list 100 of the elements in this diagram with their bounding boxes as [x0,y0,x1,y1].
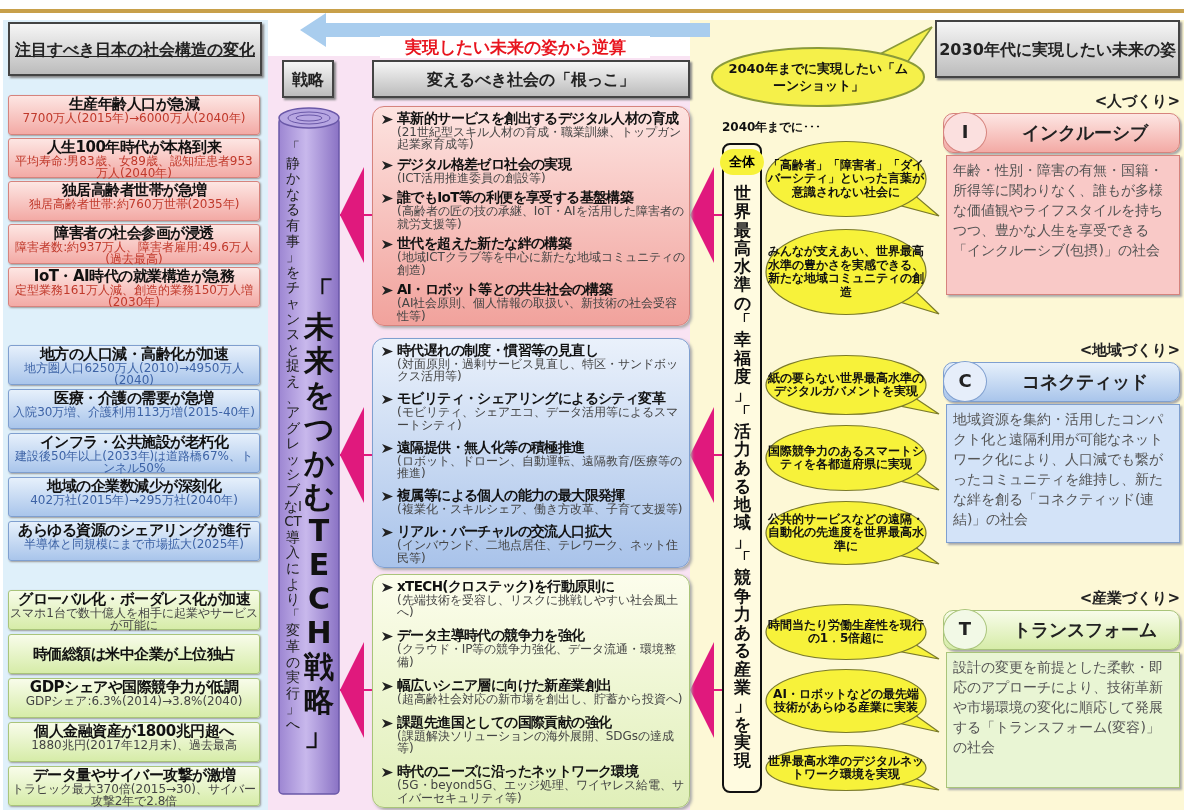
chevron-arrow [339,407,373,503]
trend-note: 地方圏人口6250万人(2010)→4950万人(2040) [23,362,245,386]
item-note: (モビリティ、シェアエコ、データ活用等によるスマートシティ) [397,406,679,432]
trend-note: 定型業務161万人減、創造的業務150万人増(2030年) [14,284,254,308]
item-note: (超高齢社会対応の新市場を創出し、貯蓄から投資へ) [397,692,684,706]
chevron-arrow [689,642,723,738]
item-note: (先端技術を受容し、リスクに挑戦しやすい社会風土へ) [397,594,679,619]
chevron-arrow [339,167,373,263]
trend-heading: 時価総額は米中企業が上位独占 [31,644,237,662]
item-heading: リアル・バーチャルの交流人口拡大 [397,523,613,540]
item-note: (ICT活用推進委員の創設等) [397,171,546,185]
item-note: (インバウンド、二地点居住、テレワーク、ネット住民等) [397,539,679,564]
column-header: 変えるべき社会の「根っこ」 [372,60,690,98]
trend-heading: 個人金融資産が1800兆円超へ [32,723,234,739]
trend-box [8,224,260,264]
trend-box [8,181,260,221]
trend-box [8,678,260,718]
trend-note: 7700万人(2015年)→6000万人(2040年) [21,112,247,124]
description-box: 設計の変更を前提とした柔軟・即応のアプローチにより、技術革新や市場環境の変化に順応して発展する「トランスフォーム(変容)」の社会 [946,652,1180,788]
trend-heading: グローバル化・ボーダレス化が加速 [17,591,252,607]
item-heading: デジタル格差ゼロ社会の実現 [397,155,573,172]
chevron-arrow [339,642,373,738]
item-heading: 遠隔提供・無人化等の積極推進 [397,438,585,455]
trend-heading: 独居高齢者世帯が急増 [61,182,207,198]
item-heading: 世代を超えた新たな絆の構築 [397,235,573,252]
trend-box [8,590,260,630]
strategy-note: 「静かなる有事」をチャンスと捉え、アグレッシブなICT導入により「変革の実行」へ [284,140,302,733]
trend-note: 402万社(2015年)→295万社(2040年) [29,494,239,506]
trend-box [8,477,260,517]
trend-note: 入院30万増、介護利用113万増(2015-40年) [12,406,256,418]
item-heading: 革新的サービスを創出するデジタル人材の育成 [397,110,680,126]
chevron-arrow [689,407,723,503]
edge-label: 実現したい未来の姿から逆算 [380,36,650,58]
letter-badge: I [943,112,987,153]
item-heading: 誰でもIoT等の利便を享受する基盤構築 [397,189,635,206]
item-note: (5G・beyond5G、エッジ処理、ワイヤレス給電、サイバーセキュリティ等) [397,779,685,804]
item-note: (高齢者の匠の技の承継、IoT・AIを活用した障害者の就労支援等) [397,205,685,231]
item-note: (21世紀型スキル人材の育成・職業訓練、トップガン起業家育成等) [397,126,682,151]
goal-column [722,143,762,793]
item-note: (ロボット、ドローン、自動運転、遠隔教育/医療等の推進) [397,454,683,480]
trend-box [8,345,260,385]
trend-box [8,138,260,178]
note-text: 2040年までに･･･ [722,119,823,136]
trend-box [8,634,260,674]
item-heading: 時代のニーズに沿ったネットワーク環境 [397,763,639,780]
item-note: (地域ICTクラブ等を中心に新たな地域コミュニティの創造) [397,251,685,277]
column-header: 2030年代に実現したい未来の姿 [935,20,1180,78]
description-box: 地域資源を集約・活用したコンパクト化と遠隔利用が可能なネットワーク化により、人口減でも繋がったコミュニティを維持し、新たな絆を創る「コネクティッド(連結)」の社会 [946,404,1180,543]
letter-badge: C [943,361,987,402]
item-heading: データ主導時代の競争力を強化 [397,627,586,644]
goal-text: 世界最高水準の「幸福度」「活力ある地域」「競争力ある産業」を実現 [732,185,752,771]
trend-heading: データ量やサイバー攻撃が激増 [31,767,237,783]
trend-box [8,95,260,135]
group-box [372,106,690,326]
trend-note: 建設後50年以上(2033年)は道路橋67%、トンネル50% [14,450,254,474]
pillar-title: トランスフォーム [1011,618,1158,642]
column-header: 注目すべき日本の社会構造の変化 [8,22,262,76]
trend-note: トラヒック最大370倍(2015→30)、サイバー攻撃2年で2.8倍 [10,783,258,807]
trend-box [8,389,260,429]
item-heading: 課題先進国としての国際貢献の強化 [397,713,613,730]
trend-note: GDPシェア:6.3%(2014)→3.8%(2040) [24,695,244,707]
trend-note: 1880兆円(2017年12月末)、過去最高 [30,739,238,751]
trend-box [8,766,260,806]
item-note: (対面原則・過剰サービス見直し、特区・サンドボックス活用等) [397,358,679,383]
description-box: 年齢・性別・障害の有無・国籍・所得等に関わりなく、誰もが多様な価値観やライフスタイルを持ちつつ、豊かな人生を享受できる「インクルーシブ(包摂)」の社会 [946,155,1180,295]
arrow [300,13,710,47]
trend-heading: 人生100年時代が本格到来 [46,139,222,155]
trend-note: スマホ1台で数十億人を相手に起業やサービスが可能に [9,607,259,631]
trend-box [8,521,260,561]
trend-box [8,267,260,307]
chevron-arrow [689,167,723,263]
trend-heading: あらゆる資源のシェアリングが進行 [17,522,252,538]
item-heading: 幅広いシニア層に向けた新産業創出 [397,676,613,693]
item-note: (AI社会原則、個人情報の取扱い、新技術の社会受容性等) [397,297,679,322]
group-box [372,338,690,568]
pillar-title: インクルーシブ [1020,121,1150,145]
trend-box [8,433,260,473]
letter-badge: T [943,609,987,650]
trend-heading: IoT・AI時代の就業構造が急務 [33,268,235,284]
item-heading: モビリティ・シェアリングによるシティ変革 [397,390,667,407]
trend-heading: 地域の企業数減少が深刻化 [45,478,222,494]
item-note: (複業化・スキルシェア、働き方改革、子育て支援等) [397,503,684,516]
trend-heading: 地方の人口減・高齢化が加速 [39,346,230,362]
pillar-title: コネクティッド [1020,370,1149,394]
column-header: 戦略 [282,60,334,98]
trend-note: 平均寿命:男83歳、女89歳、認知症患者953万人(2040年) [14,155,254,179]
item-heading: 時代遅れの制度・慣習等の見直し [397,342,599,358]
category-badge: 全体 [720,149,764,175]
item-note: (クラウド・IP等の競争力強化、データ流通・環境整備) [397,643,678,669]
item-heading: xTECH(クロステック)を行動原則に [397,578,616,594]
trend-heading: GDPシェアや国際競争力が低調 [28,679,239,695]
trend-box [8,722,260,762]
section-label: <産業づくり> [1078,588,1180,608]
item-note: (課題解決ソリューションの海外展開、SDGsの達成等) [397,729,676,755]
trend-note: 独居高齢者世帯:約760万世帯(2035年) [27,198,241,210]
strategy-title: 「未来をつかむTECH戦略」 [302,276,336,752]
trend-note: 障害者数:約937万人、障害者雇用:49.6万人(過去最高) [14,241,254,265]
group-box [372,574,690,808]
section-label: <人づくり> [1093,91,1180,111]
section-label: <地域づくり> [1078,340,1180,360]
